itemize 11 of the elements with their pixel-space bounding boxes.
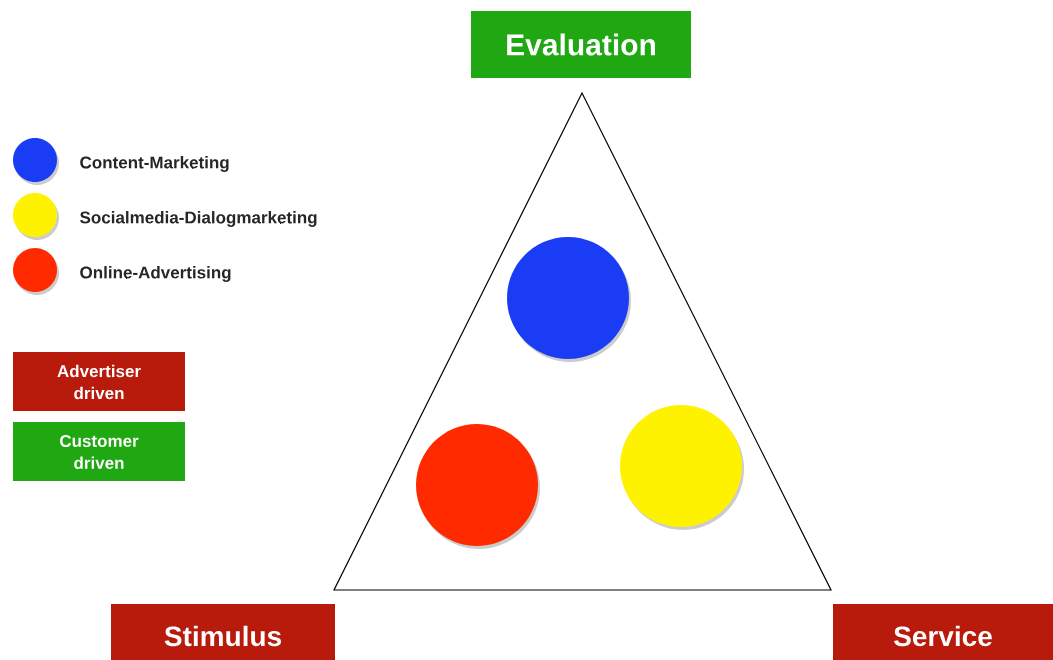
legend-text: Content-Marketing — [80, 156, 229, 172]
legend-box: Advertiser driven — [13, 352, 185, 411]
legend-text: Socialmedia-Dialogmarketing — [80, 211, 317, 227]
label-box: Stimulus — [111, 604, 335, 660]
circle — [620, 405, 744, 530]
legend-box: Customer driven — [13, 422, 185, 481]
circle — [507, 237, 631, 362]
circle — [416, 424, 540, 549]
label-box: Evaluation — [471, 11, 691, 78]
legend-text: Online-Advertising — [80, 266, 231, 282]
label-box: Service — [833, 604, 1053, 660]
